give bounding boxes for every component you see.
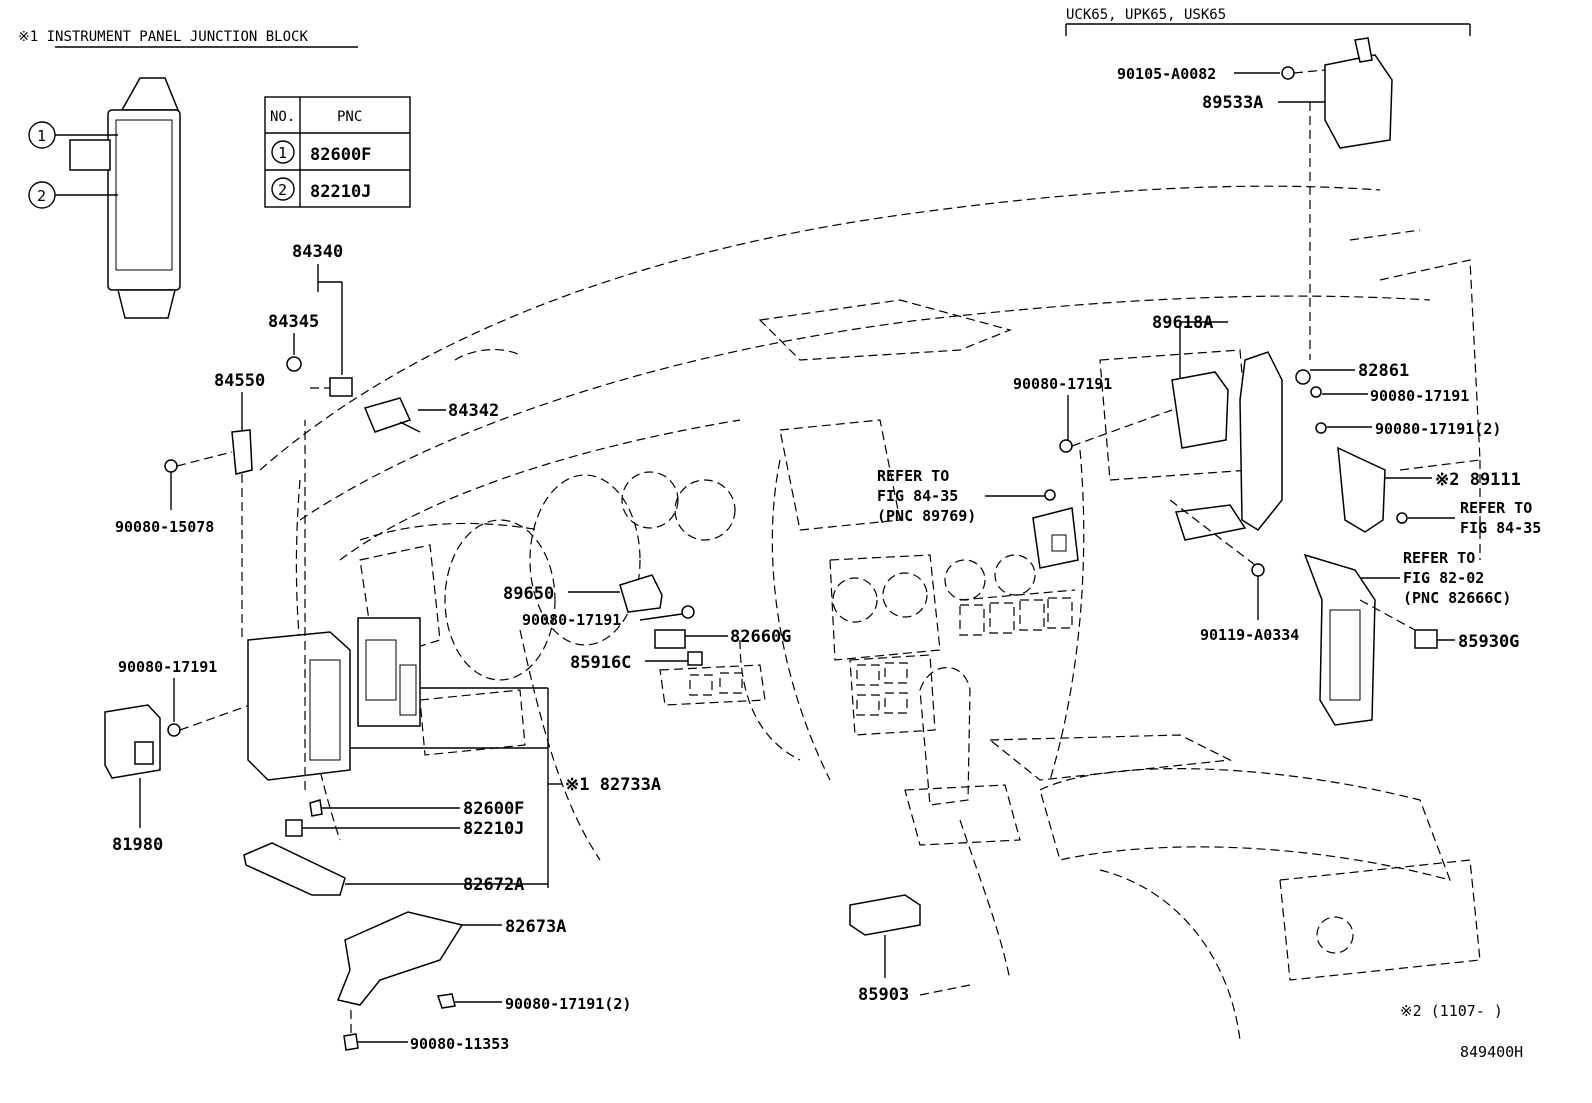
right-parts: UCK65, UPK65, USK65 90105-A0082 89533A 8… [1013, 7, 1541, 726]
ref3-line1: REFER TO [1403, 549, 1475, 567]
model-range: UCK65, UPK65, USK65 [1066, 7, 1226, 23]
callout-1-label: 1 [37, 127, 46, 145]
part-90080-17191-b-label: 90080-17191 [522, 611, 621, 629]
part-89650-label: 89650 [503, 584, 554, 604]
part-89111-label: ※2 89111 [1435, 470, 1521, 490]
part-81980-label: 81980 [112, 835, 163, 855]
relay-85930g [1414, 629, 1438, 649]
part-82861-label: 82861 [1358, 361, 1409, 381]
ref3-line3: (PNC 82666C) [1403, 589, 1511, 607]
bracket-82861 [1239, 351, 1283, 531]
part-82733a-label: ※1 82733A [565, 775, 661, 795]
ref3-line2: FIG 82-02 [1403, 569, 1484, 587]
part-82660g-label: 82660G [730, 627, 791, 647]
ref2-line1: REFER TO [1460, 499, 1532, 517]
ref1-line2: FIG 84-35 [877, 487, 958, 505]
part-85930g-label: 85930G [1458, 632, 1519, 652]
part-84550-label: 84550 [214, 371, 265, 391]
figure-id: 849400H [1460, 1043, 1523, 1061]
pnc-row-no: 2 [278, 181, 287, 199]
part-89533a-label: 89533A [1202, 93, 1263, 113]
fuse-82600f [309, 799, 323, 817]
part-90080-15078-label: 90080-15078 [115, 518, 214, 536]
marker2-date-note: ※2 (1107- ) [1400, 1002, 1503, 1020]
bracket-center [1175, 504, 1247, 541]
callout-2-label: 2 [37, 187, 46, 205]
center-parts: 89650 90080-17191 82660G 85916C 85903 RE… [503, 467, 1079, 1005]
part-85916c-label: 85916C [570, 653, 631, 673]
pnc-table: NO. PNC 1 82600F 2 82210J [264, 96, 411, 208]
module-85903 [849, 894, 921, 936]
module-89618a [1171, 371, 1229, 449]
junction-block-illustration [69, 77, 181, 319]
part-90080-11353-label: 90080-11353 [410, 1035, 509, 1053]
ecu-board [357, 617, 421, 727]
part-90119-label: 90119-A0334 [1200, 626, 1299, 644]
switch-84340 [329, 377, 353, 397]
part-90080-17191-a-label: 90080-17191 [118, 658, 217, 676]
part-82210j-label: 82210J [463, 819, 524, 839]
part-90080-17191-2a-label: 90080-17191(2) [505, 995, 631, 1013]
pnc-table-header-pnc: PNC [337, 109, 362, 125]
cover-82672a [243, 842, 346, 896]
clip-90080-17191 [437, 993, 456, 1009]
part-85903-label: 85903 [858, 985, 909, 1005]
bolt-90080-11353 [343, 1033, 359, 1051]
pnc-row-code: 82600F [310, 145, 371, 165]
module-89769 [1032, 507, 1079, 569]
screw-90080-15078 [164, 459, 178, 473]
ref1-line3: (PNC 89769) [877, 507, 976, 525]
pnc-row-code: 82210J [310, 182, 371, 202]
jb-inset-title: ※1 INSTRUMENT PANEL JUNCTION BLOCK [18, 29, 308, 45]
bracket-89111 [1337, 446, 1386, 533]
pnc-table-header-no: NO. [270, 109, 295, 125]
part-82600f-label: 82600F [463, 799, 524, 819]
part-84340-label: 84340 [292, 242, 343, 262]
relay-82210j [285, 819, 303, 837]
junction-block-82733a [247, 631, 351, 781]
ref2-line2: FIG 84-35 [1460, 519, 1541, 537]
left-parts: 84340 84345 84342 84550 90080-15078 9008… [104, 242, 661, 1053]
part-84342-label: 84342 [448, 401, 499, 421]
part-89618a-label: 89618A [1152, 313, 1213, 333]
part-90080-17191-c-label: 90080-17191 [1370, 387, 1469, 405]
part-90080-17191-d-label: 90080-17191 [1013, 375, 1112, 393]
module-89533a [1324, 54, 1393, 149]
part-82673a-label: 82673A [505, 917, 566, 937]
relay-block-82666c [1303, 553, 1376, 726]
part-84345-label: 84345 [268, 312, 319, 332]
part-90105-label: 90105-A0082 [1117, 65, 1216, 83]
bracket-82673a [336, 911, 464, 1006]
part-82672a-label: 82672A [463, 875, 524, 895]
sensor-89650 [619, 574, 663, 613]
pnc-row-no: 1 [278, 144, 287, 162]
switch-82660g [654, 629, 686, 649]
grommet-84345 [286, 356, 302, 372]
ref1-line1: REFER TO [877, 467, 949, 485]
switch-85916c [687, 651, 703, 666]
part-90080-17191-2b-label: 90080-17191(2) [1375, 420, 1501, 438]
bracket-84550 [231, 429, 253, 475]
junction-block-inset: ※1 INSTRUMENT PANEL JUNCTION BLOCK 1 2 [18, 29, 358, 319]
switch-84342 [363, 397, 412, 433]
